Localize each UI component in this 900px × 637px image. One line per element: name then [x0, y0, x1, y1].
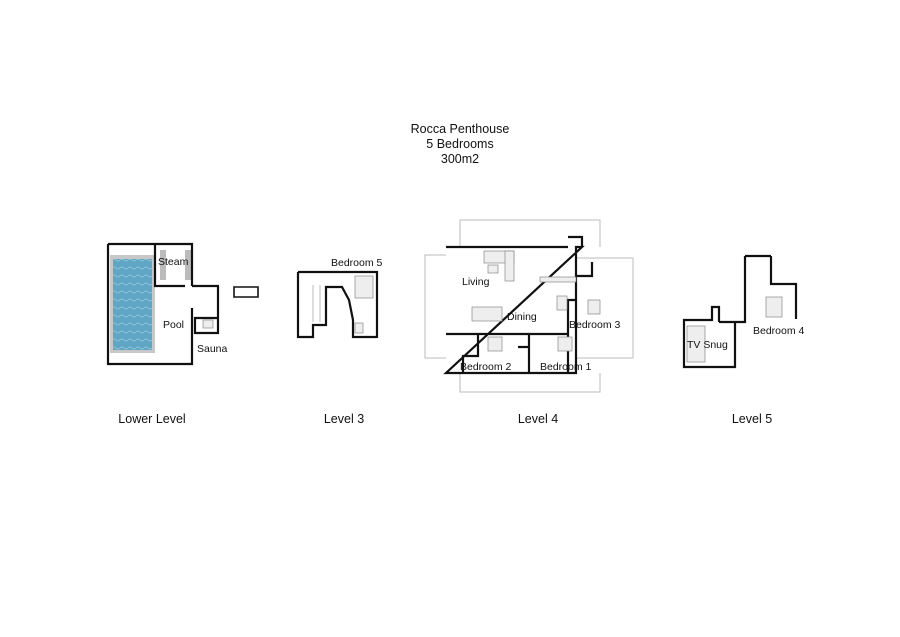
- room-label: Bedroom 1: [540, 361, 592, 373]
- room-label: Living: [462, 276, 490, 288]
- level-label-5: Level 5: [731, 412, 773, 426]
- plan-lower-level: Steam Pool Sauna: [106, 242, 259, 366]
- property-name: Rocca Penthouse: [410, 122, 510, 136]
- plan-title: Rocca Penthouse 5 Bedrooms 300m2: [360, 122, 560, 167]
- plan-level-4: Living Dining Bedroom 3 Bedroom 2 Bedroo…: [424, 219, 634, 393]
- room-label: Dining: [507, 311, 537, 323]
- pool-water: [113, 259, 152, 350]
- bedroom-count: 5 Bedrooms: [426, 137, 494, 151]
- level-label-4: Level 4: [517, 412, 559, 426]
- plan-level-5: TV Snug Bedroom 4: [682, 254, 805, 369]
- level-label-3: Level 3: [323, 412, 365, 426]
- room-label: Bedroom 5: [331, 257, 383, 269]
- plan-level-3: Bedroom 5: [296, 257, 383, 339]
- room-label: Bedroom 4: [753, 325, 805, 337]
- room-label: Bedroom 3: [569, 319, 621, 331]
- room-label: TV Snug: [687, 339, 728, 351]
- total-area: 300m2: [440, 152, 480, 166]
- level-label-lower: Lower Level: [118, 412, 186, 426]
- room-label: Bedroom 2: [460, 361, 512, 373]
- room-label: Sauna: [197, 343, 228, 355]
- room-label: Steam: [158, 256, 189, 268]
- room-label: Pool: [163, 319, 184, 331]
